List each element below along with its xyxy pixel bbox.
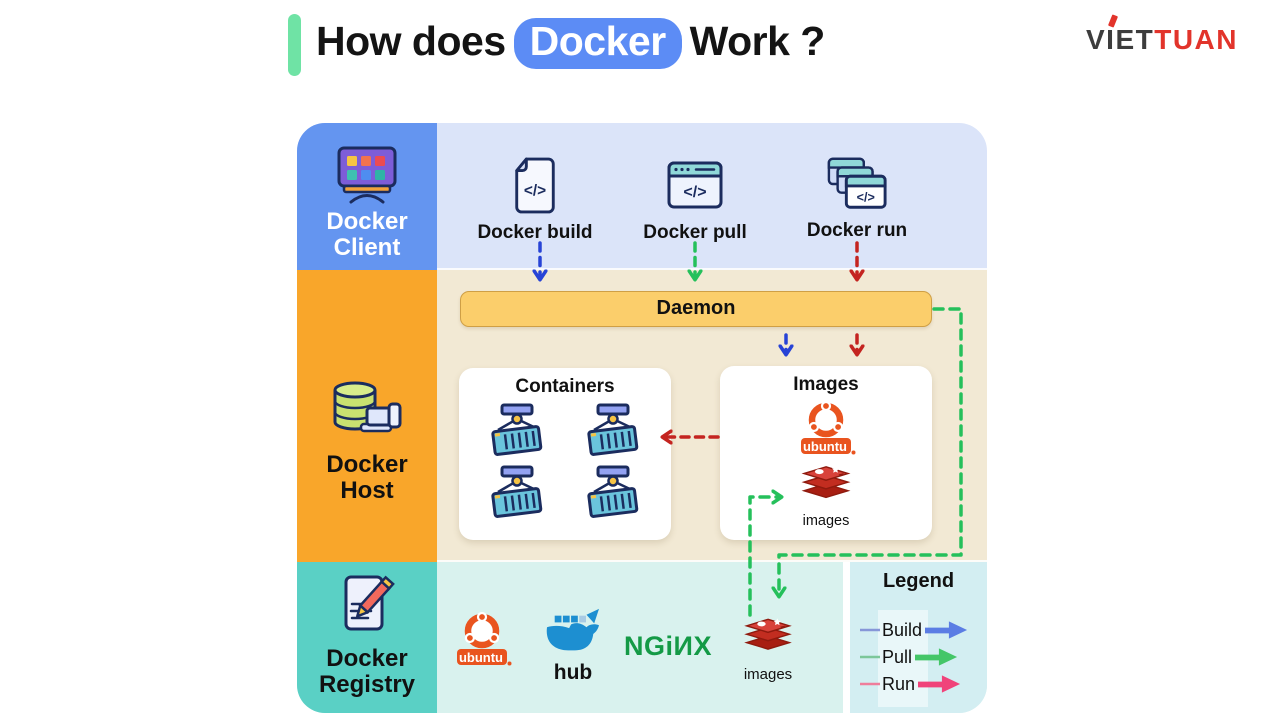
container-crane-icon: [565, 402, 661, 460]
svg-text:ubuntu: ubuntu: [459, 650, 503, 665]
svg-text:ubuntu: ubuntu: [803, 439, 847, 454]
command-docker-build: </> Docker build: [465, 155, 605, 244]
registry-sidebar-label: Docker Registry: [318, 645, 416, 698]
legend-item-build: Build: [860, 618, 969, 642]
sidebar-docker-host: Docker Host: [297, 270, 437, 562]
pull-arrow-icon: [915, 648, 958, 666]
title-accent-bar: [288, 14, 301, 76]
code-window-icon: </>: [625, 155, 765, 217]
sidebar-docker-registry: Docker Registry: [297, 562, 437, 713]
legend-line: [860, 628, 880, 632]
legend-line: [860, 655, 880, 659]
container-crane-icon: [469, 402, 565, 460]
title-suffix: Work ?: [689, 18, 826, 64]
legend-item-pull: Pull: [860, 645, 959, 669]
command-docker-pull: </> Docker pull: [625, 155, 765, 244]
logo-tuan: TUAN: [1154, 24, 1238, 55]
build-arrow-icon: [925, 621, 968, 639]
registry-images-icon: images: [718, 615, 818, 683]
docker-whale-icon: [546, 608, 599, 651]
ubuntu-logo: ubuntu: [720, 398, 932, 463]
svg-text:</>: </>: [524, 183, 546, 200]
title-prefix: How does: [316, 18, 506, 64]
row-separator: [437, 268, 987, 270]
command-docker-run: </> Docker run: [787, 153, 927, 242]
registry-nginx-logo: NGiИX: [624, 631, 712, 661]
legend-divider: [843, 562, 850, 713]
container-crane-icon: [565, 464, 661, 522]
stacked-windows-icon: </>: [787, 153, 927, 215]
legend-item-run: Run: [860, 672, 962, 696]
registry-docker-hub: hub: [523, 607, 623, 685]
run-arrow-icon: [918, 675, 961, 693]
registry-ubuntu-logo: ubuntu: [432, 609, 532, 674]
document-pencil-icon: [344, 575, 395, 631]
sidebar-docker-client: Docker Client: [297, 123, 437, 270]
redis-stack-icon: [720, 463, 932, 512]
svg-text:</>: </>: [683, 184, 706, 201]
host-sidebar-label: Docker Host: [326, 451, 408, 504]
legend-box: Legend Build Pull: [850, 562, 987, 713]
client-sidebar-label: Docker Client: [326, 208, 408, 261]
viettuan-logo: VIETTUAN: [1086, 14, 1238, 56]
row-separator: [437, 560, 987, 562]
diagram-panel: Docker Client Docker Host: [297, 123, 987, 713]
logo-viet: VIET: [1086, 24, 1155, 55]
container-grid: [459, 398, 671, 522]
containers-box: Containers: [459, 368, 671, 540]
database-server-icon: [333, 381, 402, 433]
legend-line: [860, 682, 880, 686]
title-highlight: Docker: [513, 18, 682, 70]
svg-text:</>: </>: [857, 190, 875, 204]
monitor-apps-icon: [337, 146, 397, 204]
images-box: Images ubuntu: [720, 366, 932, 540]
daemon-bar: Daemon: [460, 291, 932, 327]
container-crane-icon: [469, 464, 565, 522]
code-file-icon: </>: [465, 155, 605, 217]
